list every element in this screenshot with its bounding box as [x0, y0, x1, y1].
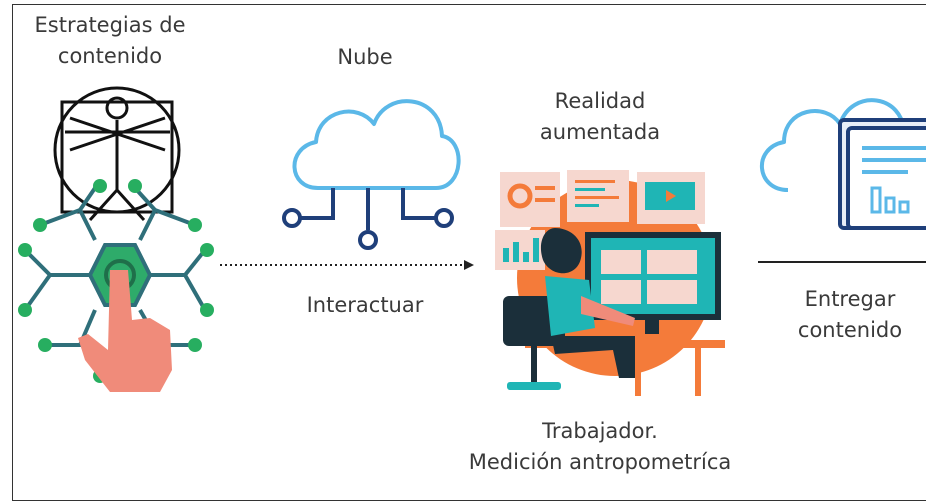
cloud-report-icon: [759, 98, 926, 230]
augmented-reality-label: Realidad aumentada: [539, 89, 661, 144]
deliver-content-label: Entregar contenido: [797, 287, 903, 342]
worker-at-computer-icon: [495, 170, 725, 396]
vitruvian-network-touch-icon: [18, 86, 214, 392]
cloud-label: Nube: [337, 45, 393, 69]
cloud-network-icon: [282, 99, 461, 250]
interact-arrow: [220, 260, 474, 270]
divider-line: [758, 261, 926, 263]
worker-label: Trabajador. Medición antropometríca: [468, 419, 732, 474]
content-strategies-label: Estrategias de contenido: [34, 13, 186, 68]
interact-label: Interactuar: [306, 293, 424, 317]
diagram-frame: [12, 4, 926, 501]
